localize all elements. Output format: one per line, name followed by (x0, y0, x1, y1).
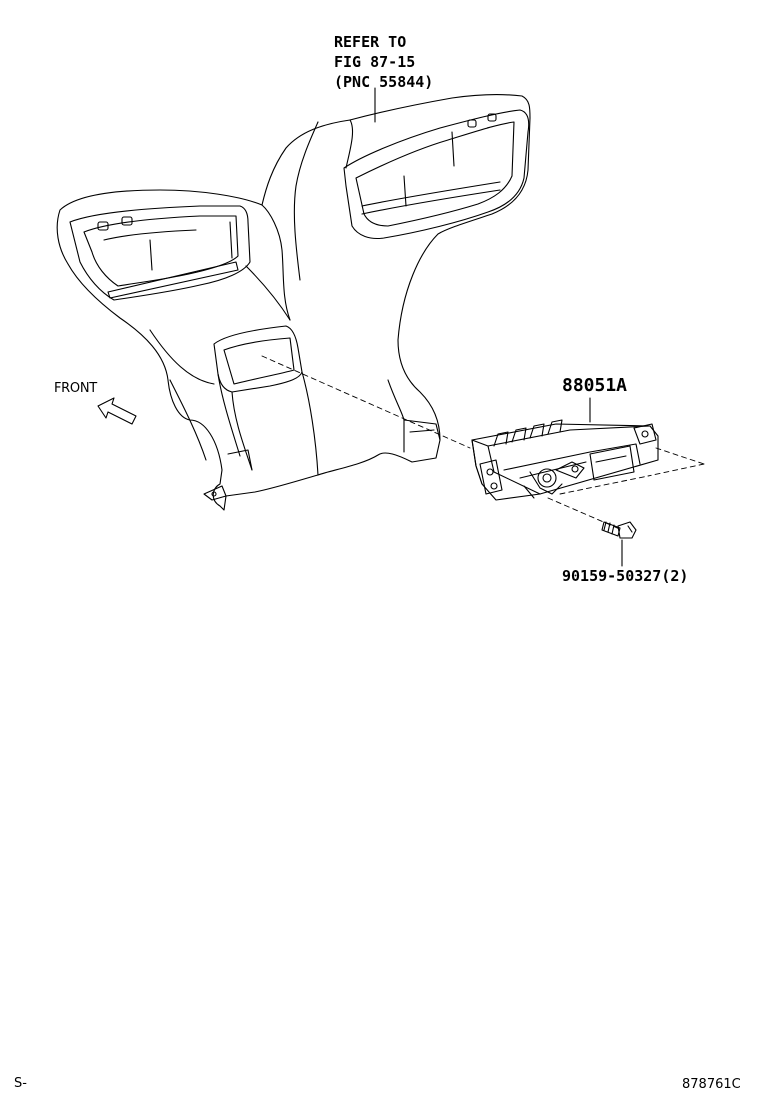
switch-assembly (471, 419, 659, 501)
front-arrow (97, 397, 137, 425)
part-number-switch: 88051A (562, 375, 628, 396)
figure-id: 878761C (682, 1077, 741, 1092)
refer-note-line-1: REFER TO (334, 33, 407, 51)
refer-note-line-2: FIG 87-15 (334, 53, 416, 71)
footer-left-code: S- (14, 1076, 27, 1091)
assembly-dashed-lines (261, 355, 705, 531)
front-direction-label: FRONT (54, 381, 97, 396)
refer-note-line-3: (PNC 55844) (334, 73, 434, 91)
console-duct-housing (56, 94, 531, 511)
screw-fastener (601, 521, 637, 539)
part-number-screw: 90159-50327(2) (562, 567, 689, 585)
